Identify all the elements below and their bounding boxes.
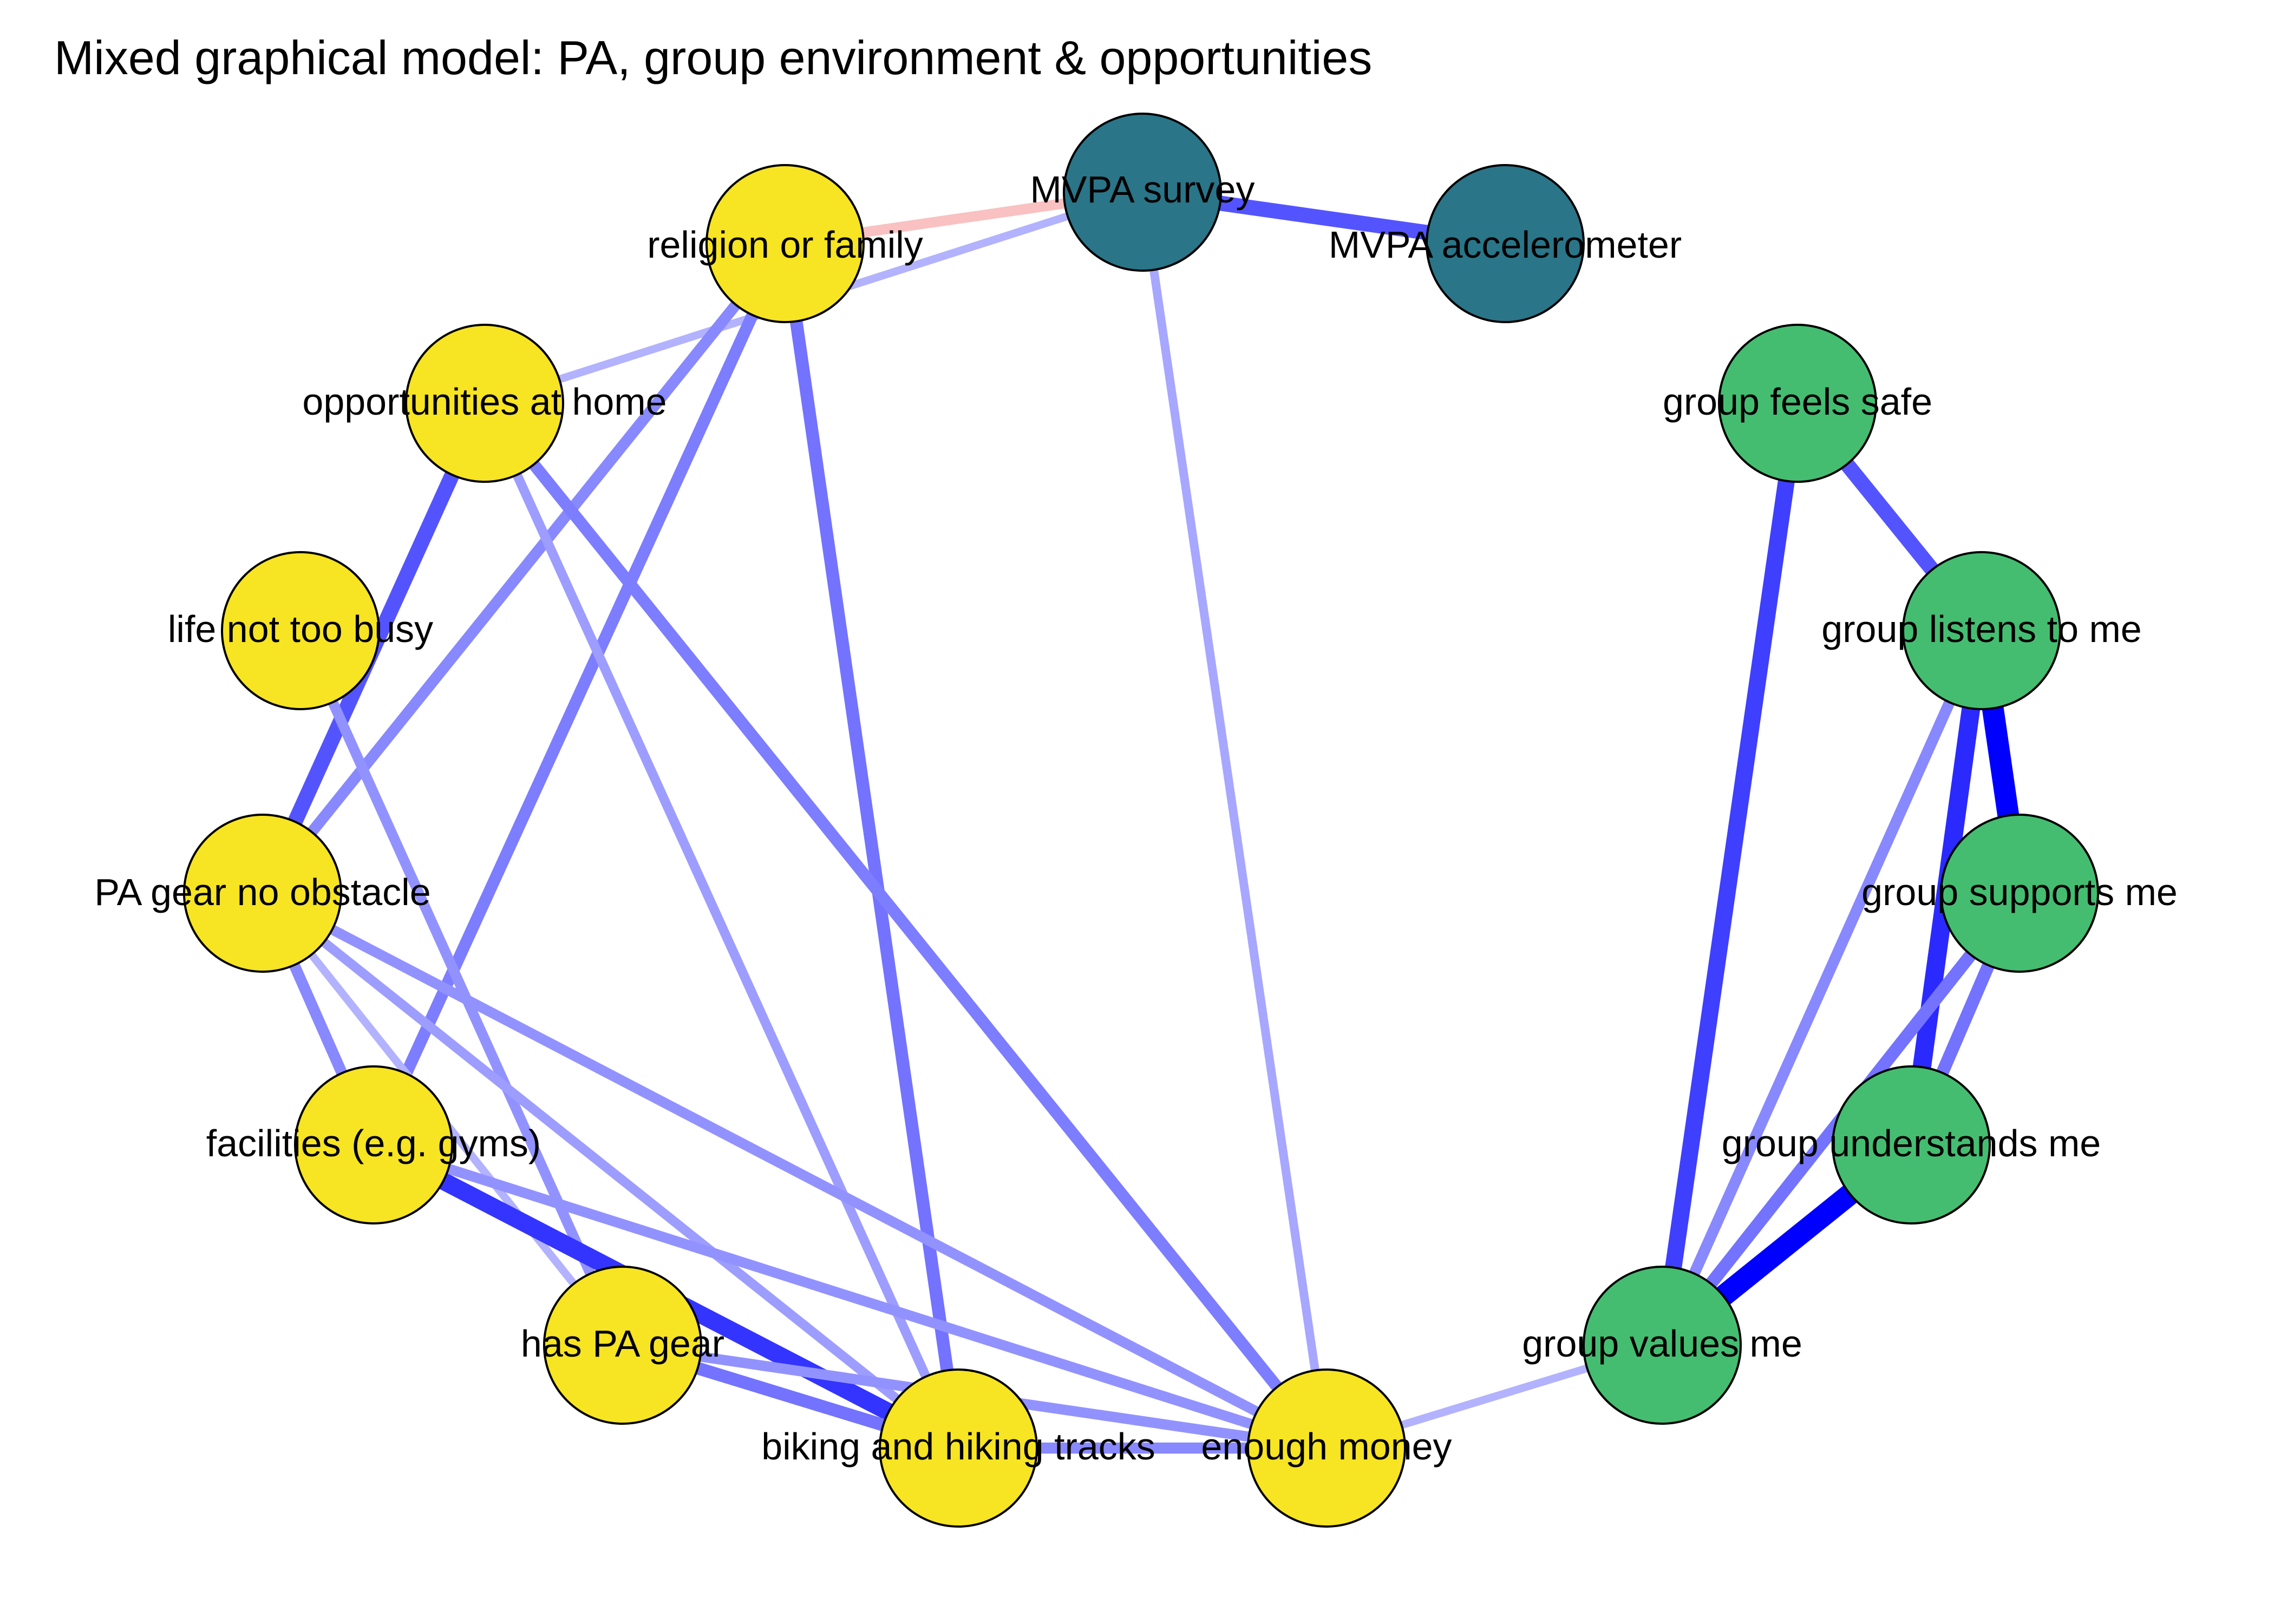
node-feels_safe[interactable]: [1718, 324, 1877, 483]
edge-religion-gear_obstacle: [258, 240, 789, 897]
diagram-title: Mixed graphical model: PA, group environ…: [54, 31, 1373, 84]
edge-opp_home-tracks: [480, 401, 963, 1450]
node-opp_home[interactable]: [405, 324, 564, 483]
edge-mvpa_survey-money: [1138, 191, 1331, 1449]
node-not_busy[interactable]: [221, 551, 380, 710]
node-tracks[interactable]: [879, 1368, 1038, 1528]
node-facilities[interactable]: [294, 1065, 453, 1224]
node-mvpa_survey[interactable]: [1063, 113, 1222, 272]
node-label-tracks: biking and hiking tracks: [761, 1425, 1155, 1468]
node-supports[interactable]: [1940, 814, 2099, 973]
node-label-opp_home: opportunities at home: [302, 381, 666, 423]
node-money[interactable]: [1247, 1368, 1406, 1528]
node-listens[interactable]: [1902, 551, 2061, 710]
node-label-facilities: facilities (e.g. gyms): [206, 1122, 541, 1164]
node-mvpa_acc[interactable]: [1426, 164, 1585, 323]
node-label-has_gear: has PA gear: [521, 1322, 724, 1365]
edge-listens-values: [1657, 628, 1987, 1348]
edge-facilities-money: [372, 1140, 1328, 1453]
edge-religion-tracks: [779, 243, 965, 1449]
node-values[interactable]: [1583, 1266, 1742, 1425]
edge-feels_safe-values: [1654, 402, 1806, 1347]
node-gear_obstacle[interactable]: [183, 814, 342, 973]
node-label-mvpa_acc: MVPA accelerometer: [1329, 224, 1682, 266]
node-label-mvpa_survey: MVPA survey: [1030, 168, 1255, 211]
node-label-listens: group listens to me: [1821, 608, 2141, 650]
node-label-feels_safe: group feels safe: [1663, 381, 1932, 423]
edge-gear_obstacle-tracks: [259, 889, 962, 1452]
edge-opp_home-money: [480, 400, 1331, 1452]
edge-not_busy-has_gear: [296, 628, 628, 1347]
node-label-values: group values me: [1522, 1322, 1802, 1365]
node-understands[interactable]: [1832, 1065, 1991, 1224]
node-religion[interactable]: [705, 164, 865, 323]
edge-gear_obstacle-money: [260, 888, 1329, 1453]
node-label-religion: religion or family: [647, 224, 923, 266]
node-label-gear_obstacle: PA gear no obstacle: [94, 871, 430, 913]
node-label-not_busy: life not too busy: [168, 608, 433, 650]
node-has_gear[interactable]: [543, 1266, 702, 1425]
node-label-understands: group understands me: [1722, 1122, 2101, 1164]
node-label-money: enough money: [1201, 1425, 1452, 1468]
edge-religion-facilities: [368, 241, 791, 1148]
node-label-supports: group supports me: [1861, 871, 2178, 913]
